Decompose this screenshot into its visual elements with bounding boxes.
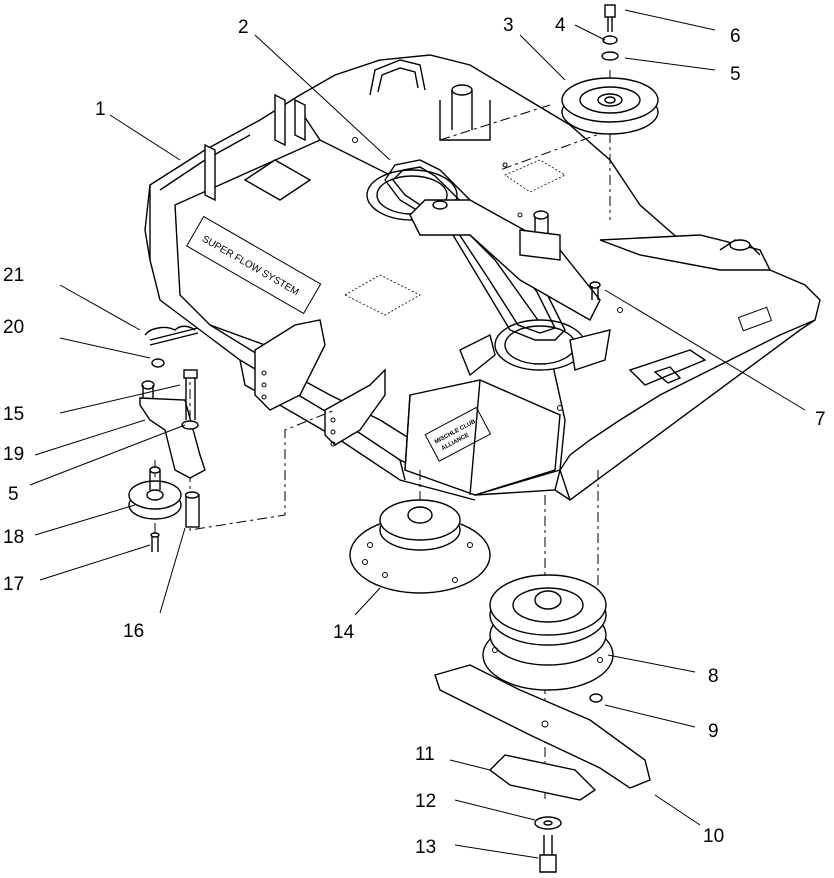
callout-2: 2 <box>238 17 249 38</box>
callout-14: 14 <box>333 622 355 643</box>
callout-16: 16 <box>123 621 144 642</box>
callout-20: 20 <box>3 317 24 338</box>
item13-bolt <box>539 835 557 873</box>
idler-assembly-parts <box>128 325 206 552</box>
item9-nut <box>589 693 603 703</box>
callout-6: 6 <box>730 26 741 47</box>
callout-leaders <box>29 9 806 859</box>
callout-17: 17 <box>3 574 24 595</box>
right-spindle-part <box>482 574 614 691</box>
callout-15: 15 <box>3 404 24 425</box>
callout-21: 21 <box>3 265 24 286</box>
item12-washer-hole <box>543 820 553 826</box>
callout-18: 18 <box>3 527 24 548</box>
callout-11: 11 <box>415 744 435 765</box>
blade-hole <box>541 720 549 728</box>
stiffener-part <box>488 754 597 801</box>
upper-pulley-part <box>561 77 659 135</box>
item7-bolt <box>589 281 601 300</box>
upper-hardware <box>601 4 619 61</box>
callout-8: 8 <box>708 666 719 687</box>
item12-washer <box>534 816 562 830</box>
callout-9: 9 <box>708 721 719 742</box>
callout-labels: 1 2 3 4 5 6 7 8 9 10 11 12 13 14 15 16 1… <box>3 15 826 858</box>
callout-7: 7 <box>815 409 826 430</box>
mower-deck: MISCHLE CLUB ALLIANCE SUPER FLOW SYSTEM <box>144 54 821 502</box>
callout-4: 4 <box>555 15 566 36</box>
callout-19: 19 <box>3 444 24 465</box>
left-spindle-part <box>349 499 491 594</box>
callout-10: 10 <box>703 826 724 847</box>
callout-13: 13 <box>415 837 436 858</box>
callout-5-left: 5 <box>8 484 19 505</box>
blade-part <box>434 664 651 789</box>
callout-12: 12 <box>415 791 436 812</box>
callout-5-top: 5 <box>730 64 741 85</box>
callout-1: 1 <box>95 99 106 120</box>
callout-3: 3 <box>503 15 514 36</box>
